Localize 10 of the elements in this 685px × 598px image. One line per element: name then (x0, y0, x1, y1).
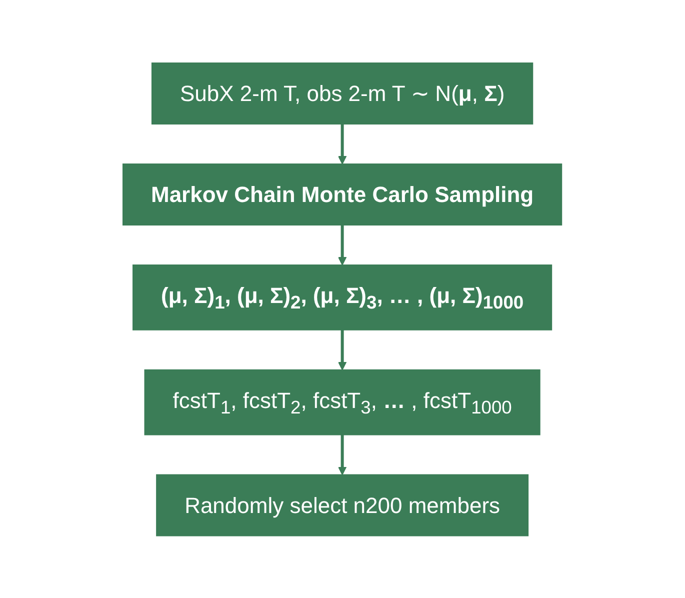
node-box (122, 163, 562, 226)
node-box (156, 474, 529, 536)
arrow (338, 224, 347, 266)
node-box (132, 264, 552, 330)
node-box (152, 62, 534, 124)
arrow (338, 124, 347, 164)
arrow (338, 434, 347, 475)
flowchart: SubX 2-m T, obs 2-m T ∼ N(μ, Σ) Markov Chain Monte Carlo Sampling (μ, Σ)$_{1}$, (μ, Σ)$_{2}$, (μ, Σ)$_{3}$, … , (μ, Σ)$_{1000}$ fcstT$_{1}$, fcstT$_{2}$, fcstT$_{3}$, … , fcstT$_{1000}$ Randomly select n200 members (115, 54, 570, 544)
arrow (338, 330, 347, 370)
node-box (144, 369, 541, 435)
